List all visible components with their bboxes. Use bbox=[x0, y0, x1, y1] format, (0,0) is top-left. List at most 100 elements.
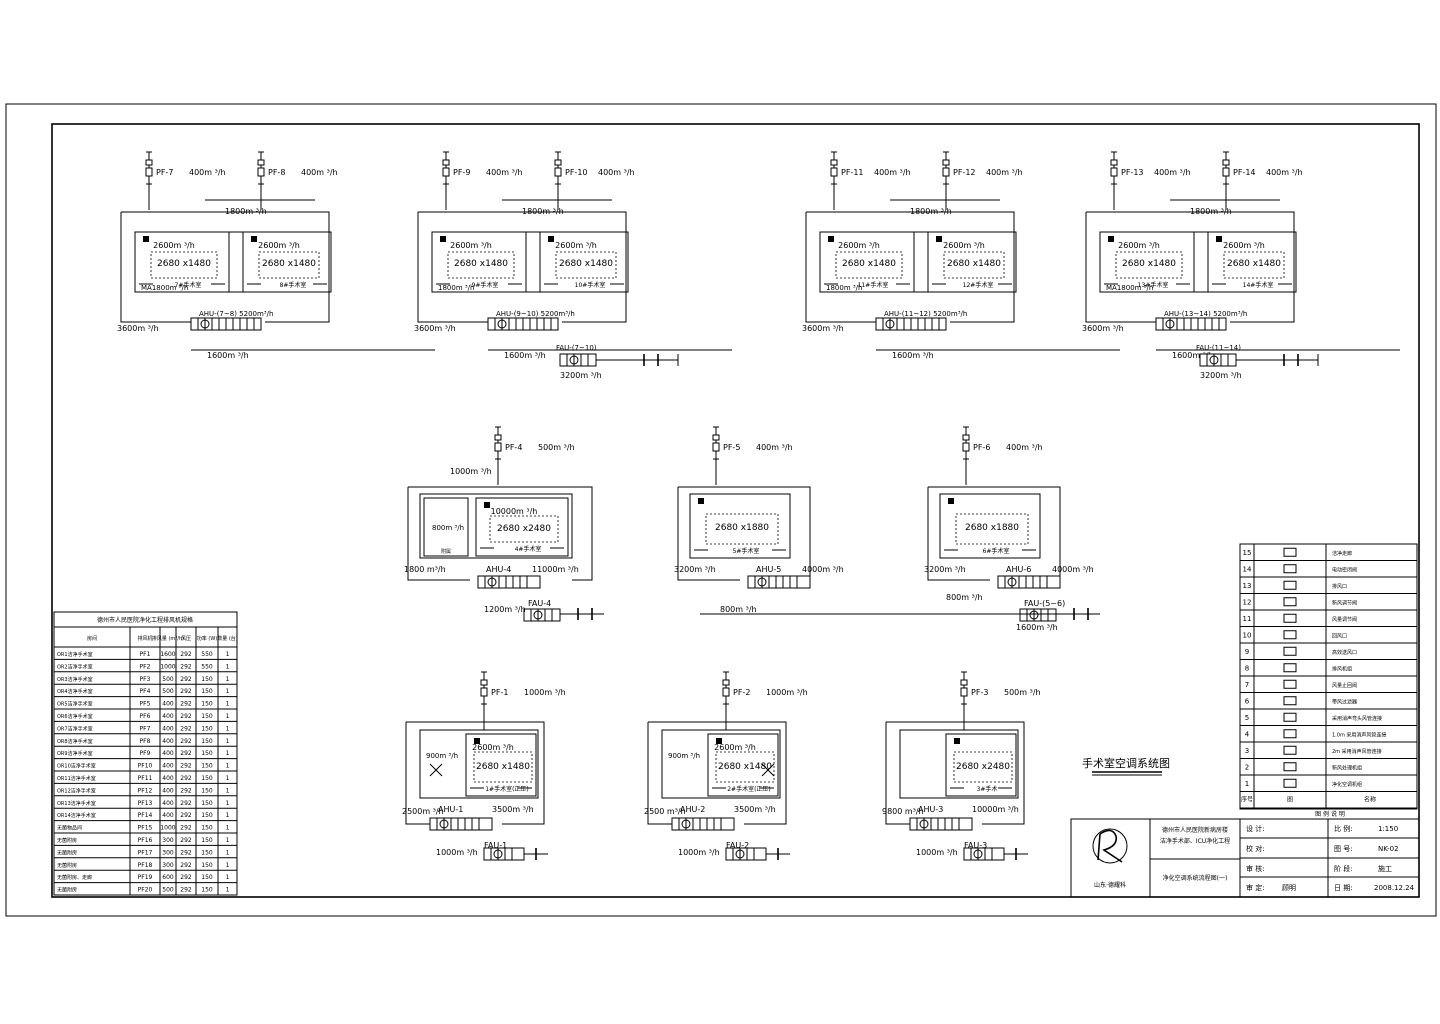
exhaust-fan-flow: 400m ³/h bbox=[1006, 443, 1043, 452]
exhaust-fan-motor bbox=[480, 687, 488, 697]
room-wall bbox=[431, 231, 527, 293]
legend-symbol bbox=[1283, 712, 1297, 722]
legend-name: 采用消声弯头风管连接 bbox=[1332, 715, 1382, 722]
table-cell: 292 bbox=[180, 787, 192, 794]
ahu-return-flow: 3600m ³/h bbox=[414, 324, 456, 333]
room-supply-flow: 2600m ³/h bbox=[472, 743, 514, 752]
exhaust-fan-body bbox=[1222, 159, 1230, 166]
fan-table-header: 风压 bbox=[181, 636, 191, 642]
room-name: 12#手术室 bbox=[963, 281, 994, 289]
legend-name: 高效送风口 bbox=[1332, 649, 1357, 656]
date-label: 日 期: bbox=[1334, 884, 1353, 892]
legend-footer: 图 例 说 明 bbox=[1315, 810, 1345, 818]
room-name: 4#手术室 bbox=[515, 545, 542, 553]
table-cell: OR9洁净手术室 bbox=[57, 750, 93, 757]
exhaust-fan-flow: 500m ³/h bbox=[538, 443, 575, 452]
ahu-label: AHU-4 bbox=[486, 565, 511, 574]
ahu bbox=[487, 317, 559, 331]
laminar-ceiling bbox=[473, 751, 533, 783]
table-cell: PF10 bbox=[138, 763, 153, 770]
fau-flow: 800m ³/h bbox=[720, 605, 757, 614]
exhaust-fan-motor bbox=[962, 442, 970, 452]
table-cell: 1000 bbox=[160, 663, 175, 670]
low-flow: 1800m ³/h bbox=[438, 284, 474, 292]
fau bbox=[725, 847, 767, 861]
table-cell: 150 bbox=[201, 775, 213, 782]
fau-label: FAU-3 bbox=[964, 841, 987, 850]
table-cell: 300 bbox=[162, 837, 174, 844]
laminar-ceiling bbox=[489, 515, 559, 543]
legend-name: 2m 采用消声风管连接 bbox=[1332, 748, 1382, 755]
room-name: 8#手术室 bbox=[280, 281, 307, 289]
exhaust-fan-flow: 400m ³/h bbox=[1154, 168, 1191, 177]
room-dimension: 2680 x1880 bbox=[715, 523, 769, 533]
legend-symbol bbox=[1283, 729, 1297, 739]
room-dimension: 2680 x1480 bbox=[559, 259, 613, 269]
room-dimension: 2680 x1480 bbox=[1227, 259, 1281, 269]
table-cell: 292 bbox=[180, 887, 192, 894]
exhaust-fan-motor bbox=[554, 167, 562, 177]
table-cell: 1 bbox=[226, 688, 230, 695]
legend-number: 10 bbox=[1243, 632, 1252, 640]
table-cell: 无菌物品间 bbox=[57, 825, 82, 832]
table-cell: PF3 bbox=[140, 676, 151, 683]
return-flow: 2500m ³/h bbox=[402, 807, 444, 816]
table-cell: OR13洁净手术室 bbox=[57, 800, 96, 807]
table-cell: 292 bbox=[180, 725, 192, 732]
table-cell: OR4洁净手术室 bbox=[57, 688, 93, 695]
room-wall bbox=[539, 231, 629, 293]
exhaust-fan-label: PF-11 bbox=[841, 168, 864, 177]
fau bbox=[559, 353, 597, 367]
exhaust-fan-flow: 400m ³/h bbox=[1266, 168, 1303, 177]
ahu-casing bbox=[909, 817, 973, 831]
table-cell: 600 bbox=[162, 874, 174, 881]
exhaust-fan-flow: 1000m ³/h bbox=[766, 688, 808, 697]
legend-header-symbol: 图 bbox=[1287, 797, 1293, 804]
table-cell: 150 bbox=[201, 800, 213, 807]
fau-flow: 1600m ³/h bbox=[1016, 623, 1058, 632]
room-supply-flow: 2600m ³/h bbox=[1118, 241, 1160, 250]
ahu-casing bbox=[671, 817, 735, 831]
fau-label: FAU-(11~14) bbox=[1196, 344, 1241, 352]
legend-name: 新风调节阀 bbox=[1332, 600, 1357, 607]
legend-symbol bbox=[1283, 646, 1297, 656]
table-cell: 292 bbox=[180, 825, 192, 832]
table-cell: OR11洁净手术室 bbox=[57, 775, 96, 782]
date-value: 2008.12.24 bbox=[1374, 884, 1415, 892]
exhaust-fan-label: PF-5 bbox=[723, 443, 740, 452]
exhaust-fan-body bbox=[145, 159, 153, 166]
table-cell: 1 bbox=[226, 663, 230, 670]
ahu-label: AHU-(7~8) 5200m³/h bbox=[199, 310, 273, 318]
room-wall bbox=[1207, 231, 1297, 293]
approve-label: 审 定: bbox=[1246, 883, 1265, 892]
ahu-flow: 3500m ³/h bbox=[492, 805, 534, 814]
ahu bbox=[429, 817, 493, 831]
exhaust-fan-motor bbox=[942, 167, 950, 177]
legend-name: 回风口 bbox=[1332, 634, 1347, 640]
exhaust-fan-flow: 400m ³/h bbox=[598, 168, 635, 177]
laminar-ceiling bbox=[955, 513, 1029, 545]
drawing-title: 手术室空调系统图 bbox=[1082, 756, 1170, 776]
table-cell: PF1 bbox=[140, 651, 151, 658]
table-cell: 400 bbox=[162, 763, 174, 770]
room-wall bbox=[689, 493, 791, 559]
exhaust-fan-label: PF-6 bbox=[973, 443, 990, 452]
split-flow: 1800m ³/h bbox=[225, 207, 267, 216]
exhaust-fan-motor bbox=[960, 687, 968, 697]
fan-table-header: 排风机 bbox=[137, 635, 152, 642]
legend-number: 5 bbox=[1245, 714, 1249, 722]
room-supply-flow: 2600m ³/h bbox=[943, 241, 985, 250]
